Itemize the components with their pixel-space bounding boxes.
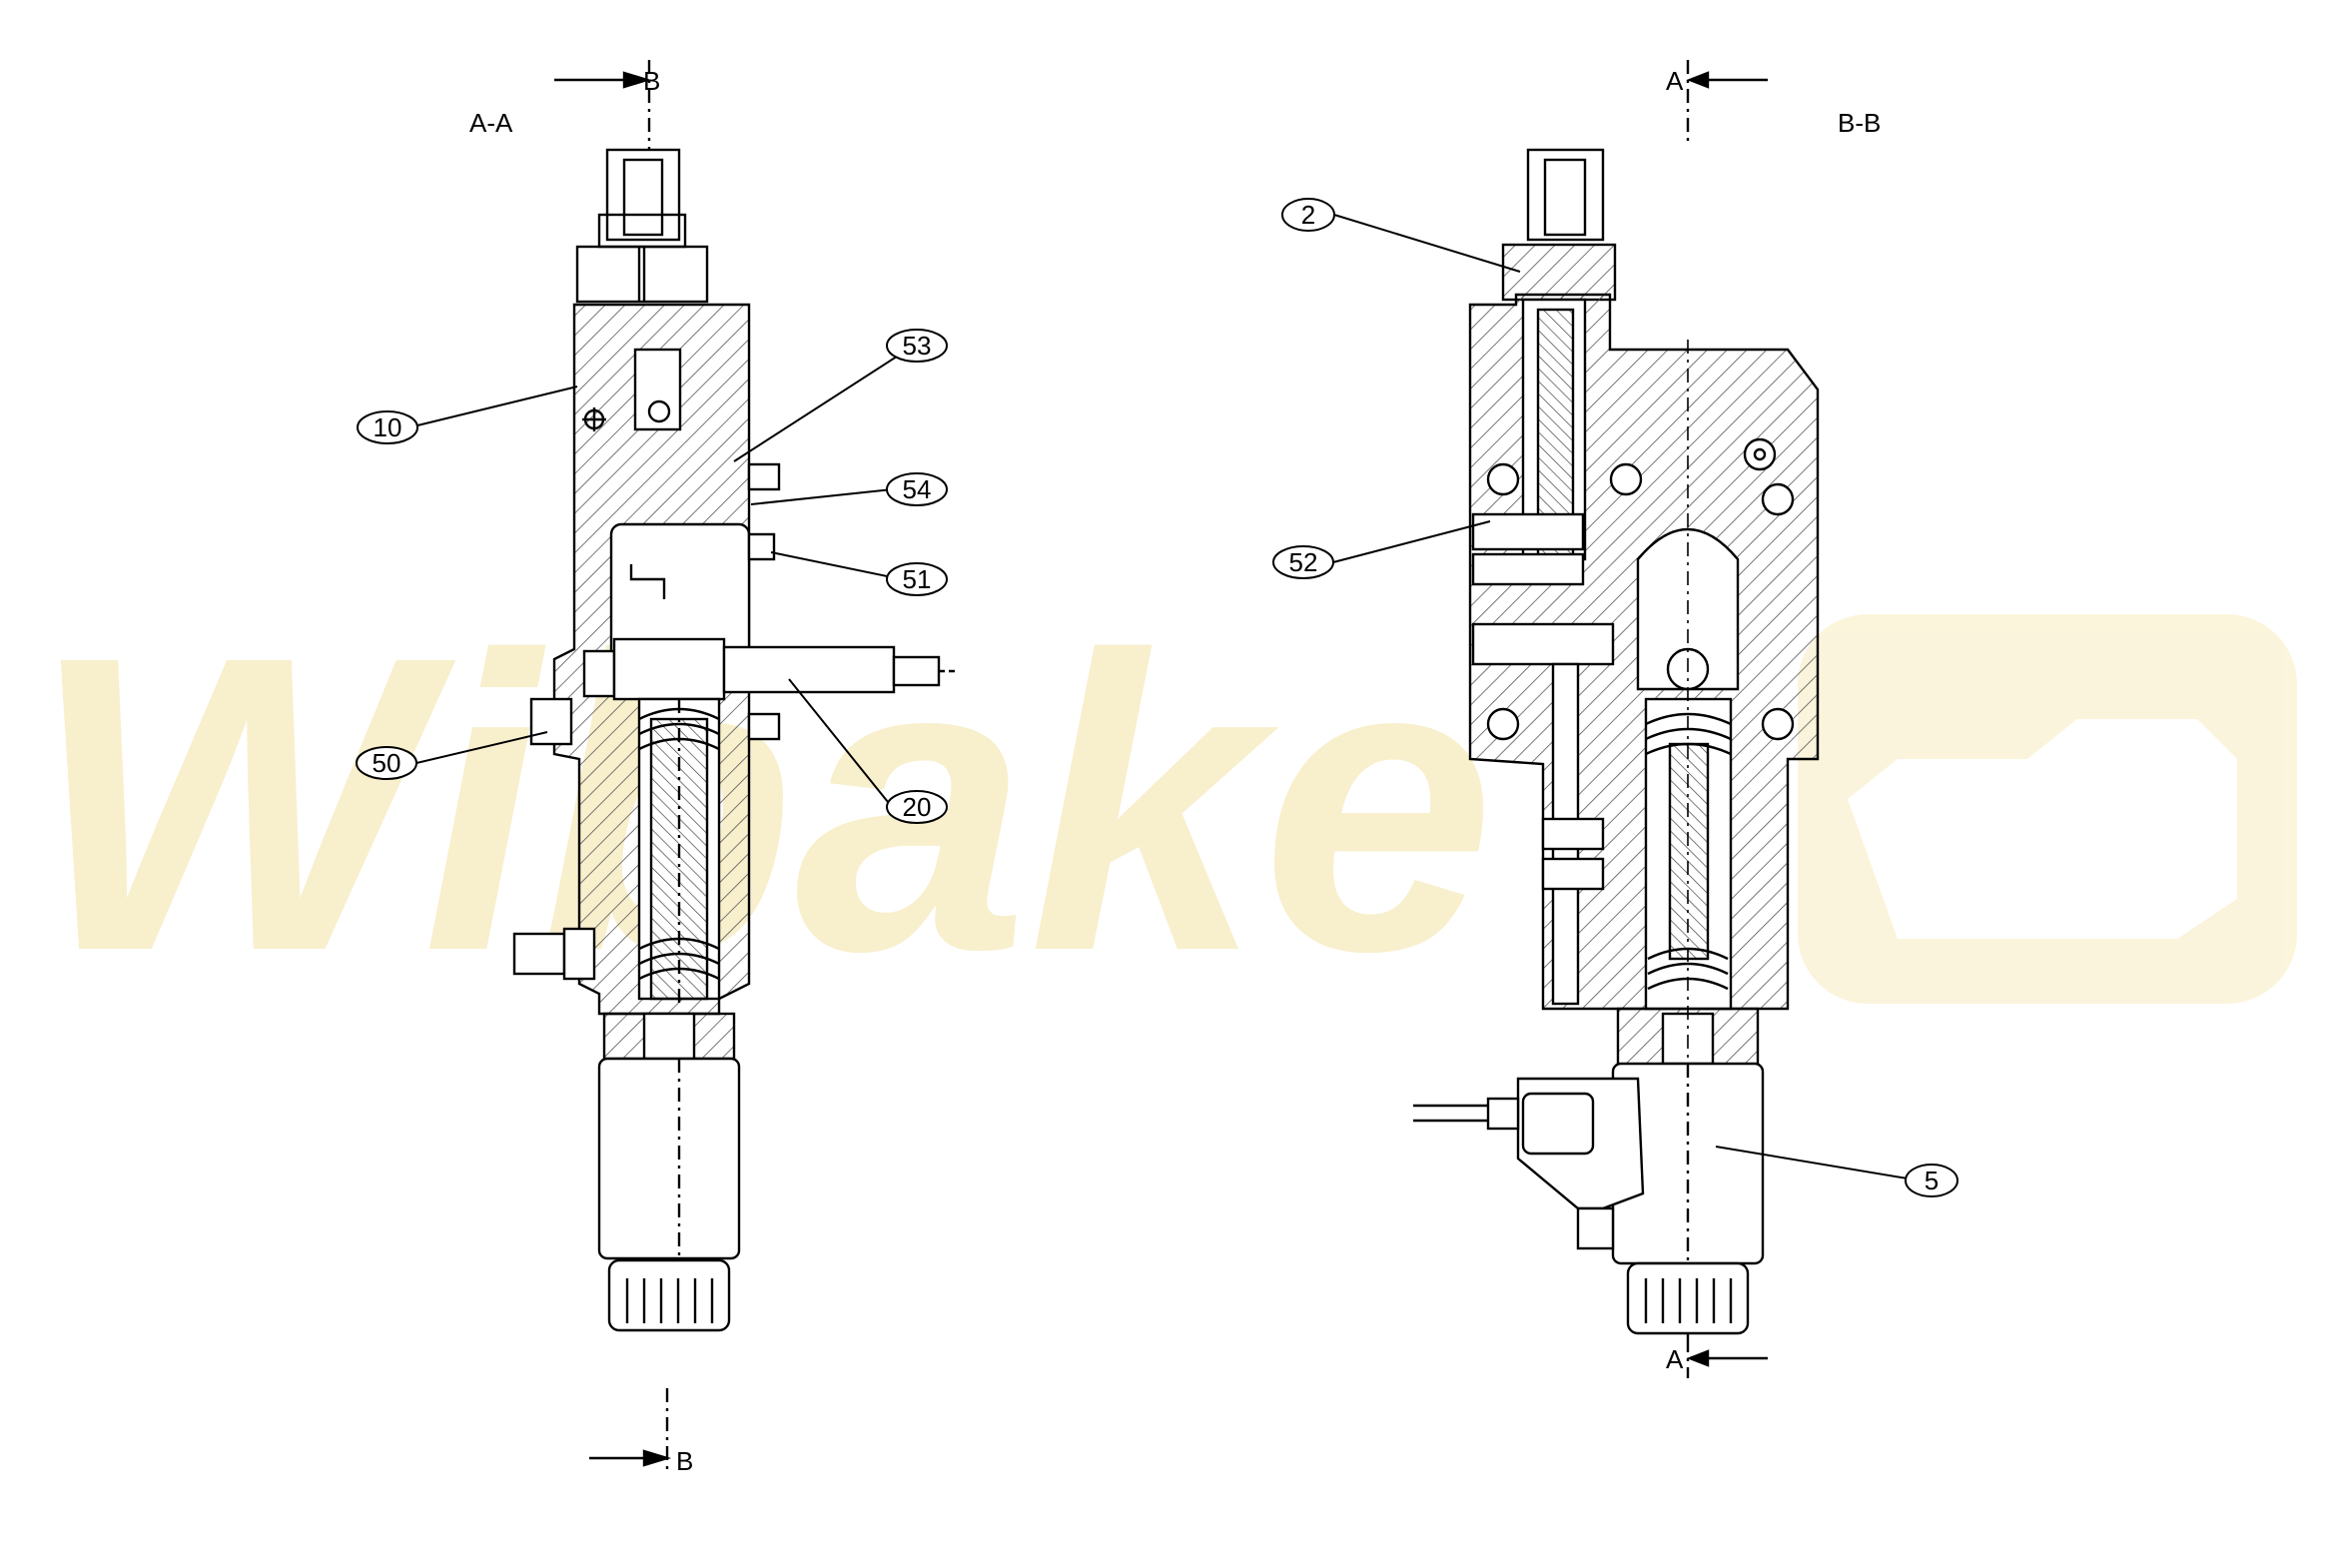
svg-text:20: 20 (903, 792, 932, 822)
svg-text:2: 2 (1301, 200, 1315, 230)
callout-50: 50 (356, 746, 417, 780)
svg-text:50: 50 (373, 748, 401, 778)
svg-text:53: 53 (903, 331, 932, 361)
svg-text:5: 5 (1925, 1166, 1939, 1195)
svg-text:51: 51 (903, 564, 932, 594)
cut-line-a-top (1686, 60, 1768, 145)
callout-54: 54 (886, 472, 948, 506)
cut-label-a-bottom: A (1666, 1344, 1684, 1374)
section-view-b-b (1413, 60, 1820, 1378)
cut-line-a-bottom (1686, 1338, 1768, 1378)
watermark-tractor-icon (1848, 719, 2237, 939)
watermark: Wibake (30, 570, 2297, 1039)
callout-5: 5 (1905, 1164, 1958, 1197)
callout-20: 20 (886, 790, 948, 824)
callout-leaders (415, 214, 1909, 1179)
callout-10: 10 (357, 410, 418, 444)
view-title-b-b: B-B (1838, 108, 1881, 138)
callout-2: 2 (1281, 198, 1335, 232)
svg-text:10: 10 (374, 412, 402, 442)
watermark-text: Wibake (30, 570, 1495, 1039)
svg-text:54: 54 (903, 474, 932, 504)
cut-line-b-top (554, 60, 652, 150)
cut-label-a-top: A (1666, 66, 1684, 96)
cut-label-b-top: B (643, 66, 660, 96)
cut-label-b-bottom: B (676, 1446, 693, 1476)
view-title-a-a: A-A (469, 108, 513, 138)
callout-53: 53 (886, 329, 948, 363)
callout-52: 52 (1272, 545, 1334, 579)
svg-text:52: 52 (1289, 547, 1318, 577)
callout-51: 51 (886, 562, 948, 596)
section-view-a-a (512, 60, 959, 1473)
cut-line-b-bottom (589, 1388, 672, 1473)
